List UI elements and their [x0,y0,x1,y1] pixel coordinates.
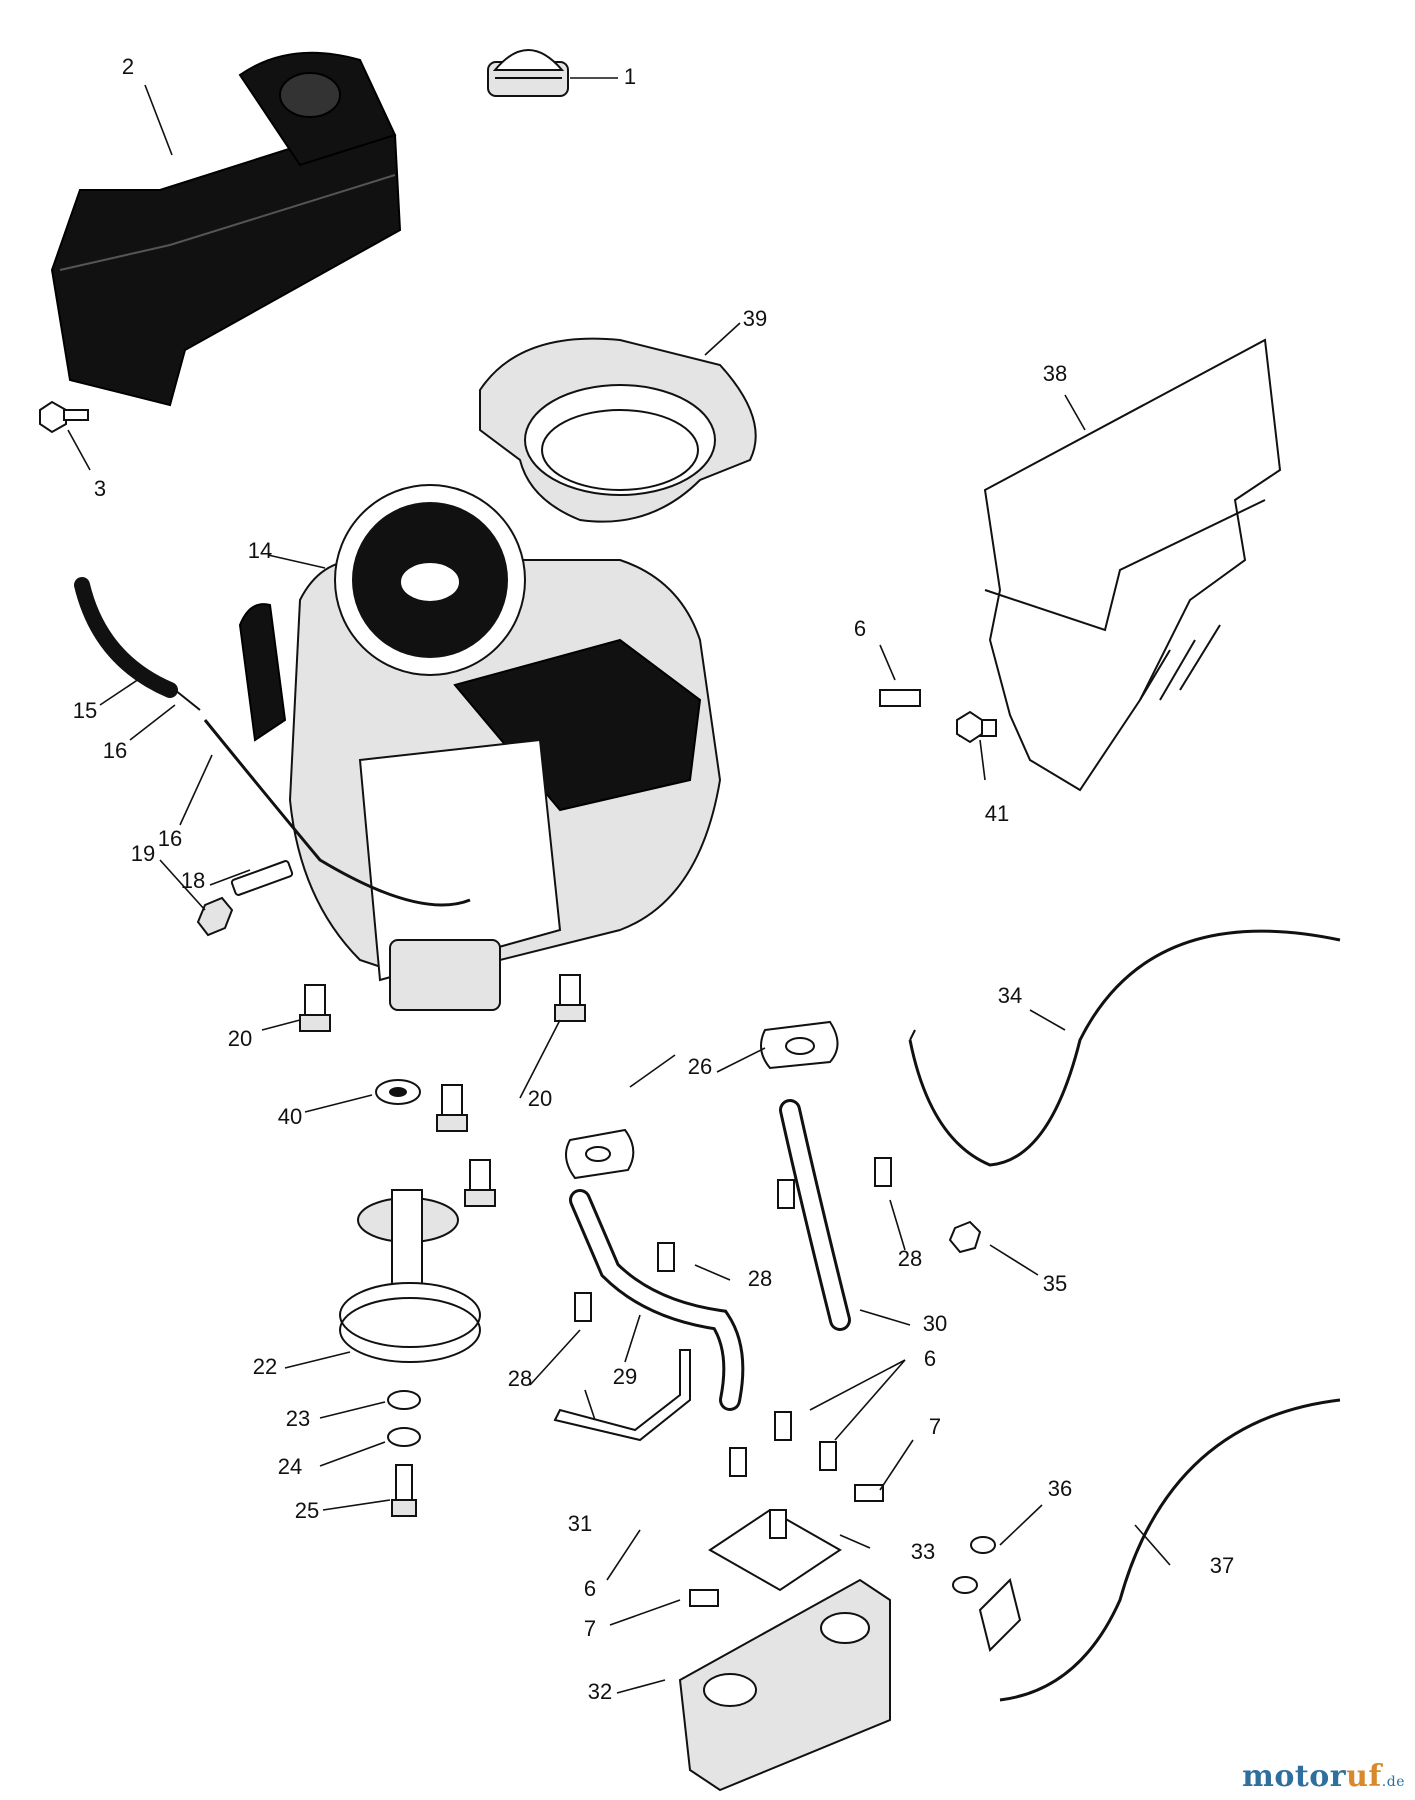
callout-16b: 16 [158,826,182,851]
exhaust-pipe-29-part [569,1189,745,1411]
muffler-bracket-part [553,1349,691,1442]
callout-38: 38 [1043,361,1067,386]
lock-washer-part [387,1427,421,1447]
callout-40: 40 [278,1104,302,1129]
bolt-6-7-part [689,689,997,1607]
callout-20b: 20 [528,1086,552,1111]
callout-14: 14 [248,538,272,563]
callout-30: 30 [923,1311,947,1336]
callout-23: 23 [286,1406,310,1431]
blower-shroud-part [479,337,757,523]
callout-15: 15 [73,698,97,723]
callout-28a: 28 [748,1266,772,1291]
callout-18: 18 [181,868,205,893]
callout-2: 2 [122,54,134,79]
callout-7a: 7 [929,1414,941,1439]
muffler-guard-part [983,338,1282,792]
callout-6b: 6 [924,1346,936,1371]
watermark-suffix: .de [1381,1774,1405,1790]
callout-36: 36 [1048,1476,1072,1501]
callout-31: 31 [568,1511,592,1536]
callout-7b: 7 [584,1616,596,1641]
callout-35: 35 [1043,1271,1067,1296]
callout-6c: 6 [584,1576,596,1601]
callout-24: 24 [278,1454,302,1479]
fuel-tank-part [50,51,402,407]
callout-28b: 28 [898,1246,922,1271]
exhaust-gasket-part [565,1020,839,1180]
bolt-28-part [574,1157,892,1322]
watermark-accent: uf [1346,1759,1382,1794]
callout-29: 29 [613,1364,637,1389]
bolt-20-part [299,974,586,1207]
fuel-cap-part [487,49,569,97]
callout-32: 32 [588,1679,612,1704]
engine-part [238,484,722,1011]
washer-part [387,1390,421,1410]
leader-lines [67,77,1171,1694]
cable-nut-part [948,1220,982,1254]
watermark-main: motor [1242,1759,1347,1794]
screw-41-part [956,710,983,744]
watermark-logo: motoruf.de [1242,1759,1405,1794]
oil-drain-fitting-part [196,860,294,937]
callout-labels: 1 2 3 14 15 16 16 18 19 20 20 22 23 24 2… [73,54,1234,1704]
callout-20a: 20 [228,1026,252,1051]
pulley-bolt-part [391,1464,417,1517]
spacer-part [375,1079,421,1105]
choke-cable-part [999,1398,1341,1702]
fuel-line-part [74,577,471,907]
callout-1: 1 [624,64,636,89]
callout-25: 25 [295,1498,319,1523]
callout-3: 3 [94,476,106,501]
callout-19: 19 [131,841,155,866]
callout-34: 34 [998,983,1022,1008]
callout-28c: 28 [508,1366,532,1391]
muffler-plate-part [708,1508,842,1592]
callout-41: 41 [985,801,1009,826]
callout-6a: 6 [854,616,866,641]
throttle-cable-part [908,929,1341,1167]
callout-22: 22 [253,1354,277,1379]
callout-39: 39 [743,306,767,331]
callout-16a: 16 [103,738,127,763]
cable-clip-part [952,1536,1022,1652]
callout-26: 26 [688,1054,712,1079]
tank-screw-part [39,400,89,434]
callout-33: 33 [911,1539,935,1564]
muffler-part [678,1578,891,1792]
exhaust-pipe-30-part [779,1099,851,1331]
callout-37: 37 [1210,1553,1234,1578]
pulley-part [339,1189,481,1363]
